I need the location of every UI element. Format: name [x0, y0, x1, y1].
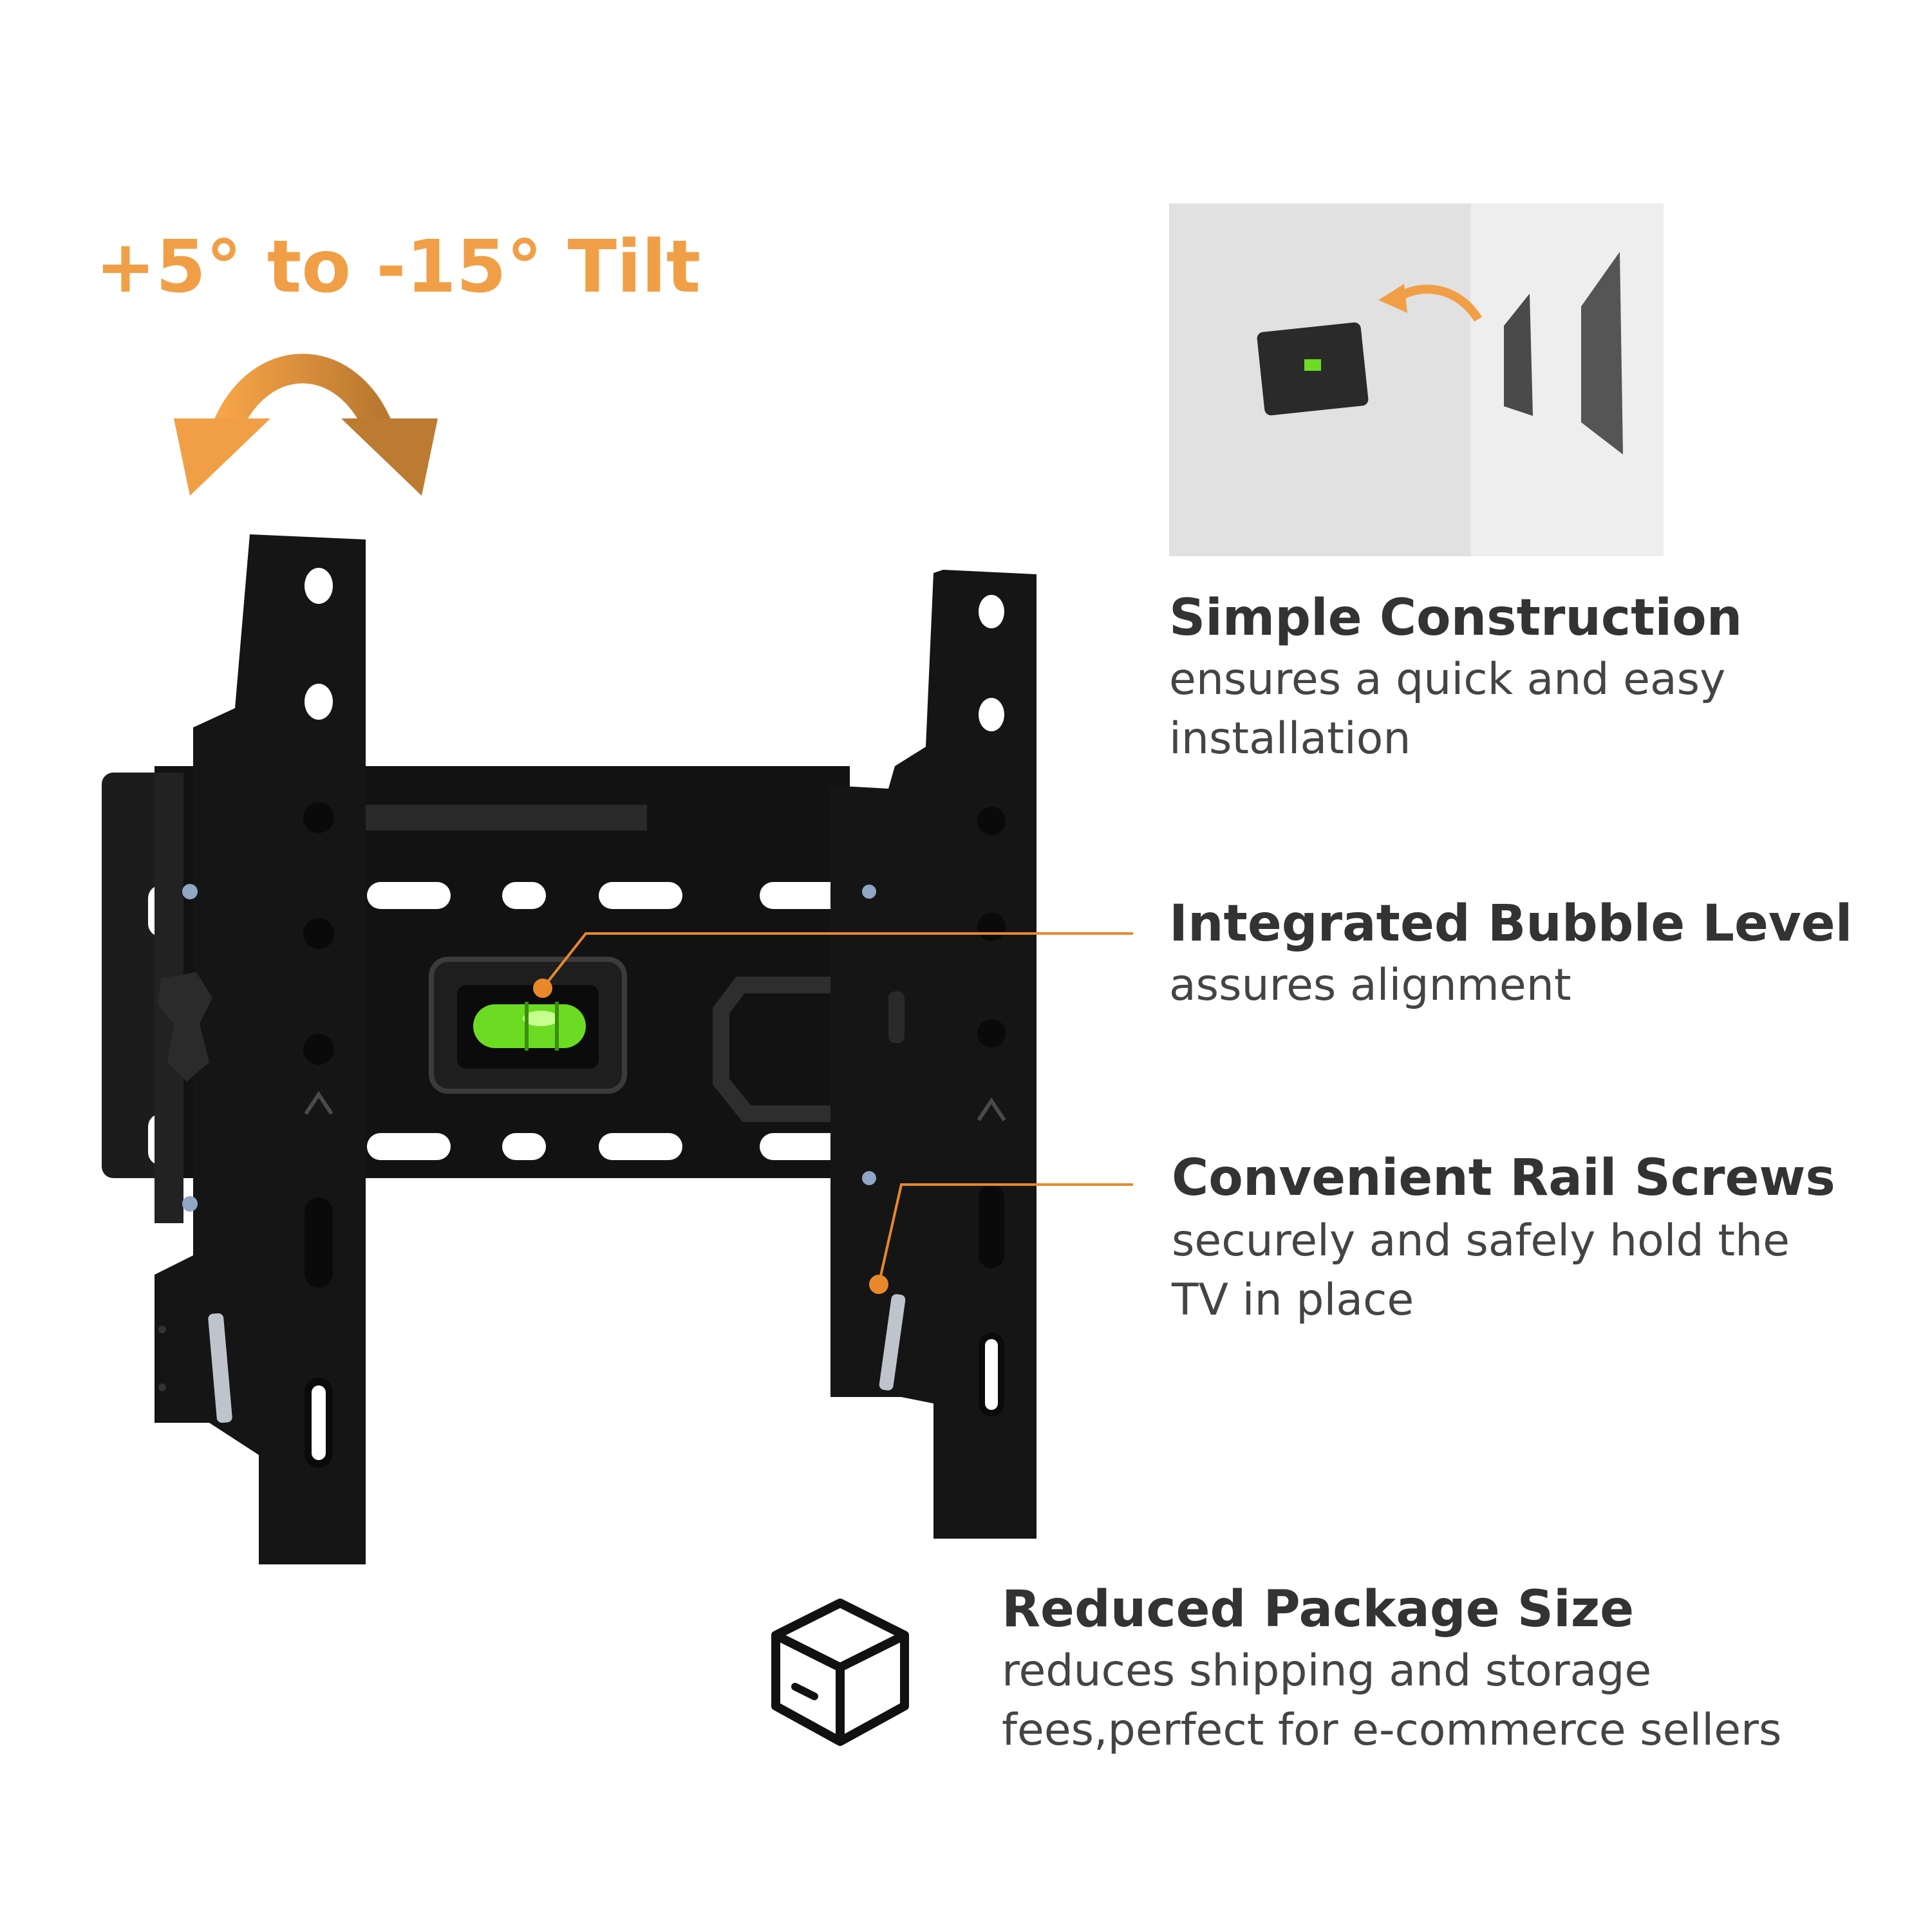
feature-package-size-title: Reduced Package Size: [1002, 1580, 1635, 1638]
tilt-arrow-icon: [174, 353, 438, 496]
rail-screw-callout-line: [877, 1183, 1133, 1285]
feature-package-size-desc: reduces shipping and storage fees,perfec…: [1002, 1646, 1782, 1756]
box-icon: [771, 1599, 909, 1746]
installation-inset-image: [1169, 203, 1664, 556]
left-rail: [155, 534, 366, 1564]
feature-simple-construction-title: Simple Construction: [1169, 589, 1743, 647]
feature-rail-screws-desc: securely and safely hold the TV in place: [1172, 1215, 1790, 1326]
tv-mount-illustration: [102, 534, 1036, 1564]
curved-arrow-icon: [1378, 284, 1407, 313]
tilt-range-title: +5° to -15° Tilt: [95, 225, 701, 309]
feature-rail-screws-title: Convenient Rail Screws: [1172, 1149, 1835, 1207]
feature-bubble-level-title: Integrated Bubble Level: [1169, 895, 1853, 953]
bubble-level-callout-line: [541, 932, 1133, 989]
feature-simple-construction-desc: ensures a quick and easy installation: [1169, 654, 1726, 764]
bubble-level-icon: [429, 957, 627, 1094]
feature-bubble-level-desc: assures alignment: [1169, 960, 1571, 1011]
